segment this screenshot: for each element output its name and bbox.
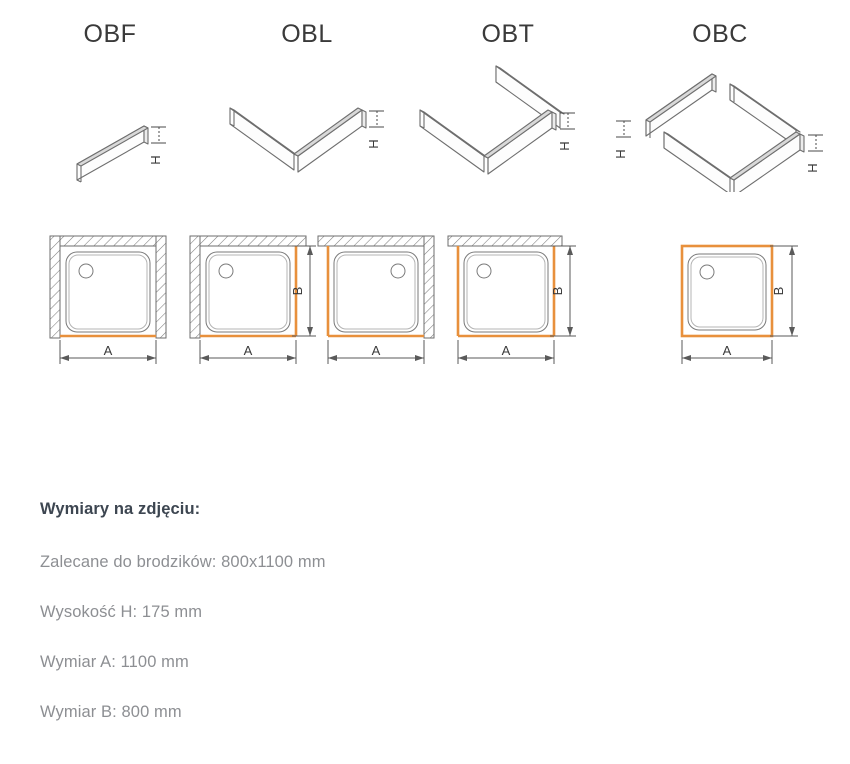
plan-views-row: A	[0, 228, 850, 388]
obf-h-dimension	[151, 126, 166, 144]
drain-icon	[390, 263, 406, 279]
plan-obc-dim-a-label: A	[723, 343, 732, 358]
plan-obl-right-drawing: A	[317, 235, 435, 364]
variant-obl-drawing: H	[229, 107, 384, 173]
plan-obf-dim-a-label: A	[104, 343, 113, 358]
obc-h-label-right: H	[805, 163, 820, 172]
plan-obt-dim-a	[457, 340, 555, 364]
plan-view-obl-left: A	[186, 228, 316, 378]
plan-obt-dim-b-label: B	[550, 287, 565, 296]
plan-obl-left-dim-b: B	[288, 228, 324, 378]
drain-icon	[78, 263, 94, 279]
plan-obc-dim-b: B	[768, 228, 812, 378]
obt-h-label: H	[557, 141, 572, 150]
variant-obt-title: OBT	[481, 20, 535, 48]
isometric-variants-row: OBF H	[0, 0, 850, 200]
plan-obf-walls	[49, 235, 167, 339]
plan-obl-left-dim-a	[199, 340, 297, 364]
plan-obc-drawing: A	[680, 244, 774, 364]
obl-h-dimension	[369, 110, 384, 128]
drain-icon	[218, 263, 234, 279]
variant-obf-title: OBF	[83, 20, 137, 48]
spec-line-height-h: Wysokość H: 175 mm	[40, 603, 203, 621]
plan-obc-dim-a	[681, 340, 773, 364]
plan-view-obl-right: A	[312, 228, 442, 378]
plan-obc-panel-edges	[680, 244, 774, 338]
variant-obf: OBF H	[20, 0, 200, 200]
drain-icon	[699, 264, 715, 280]
obt-h-dimension	[560, 112, 575, 130]
drain-icon	[476, 263, 492, 279]
plan-obc-tray	[687, 253, 767, 331]
plan-obc-dim-b-label: B	[771, 287, 786, 296]
plan-view-obc: A	[660, 228, 790, 378]
plan-obt-tray	[463, 251, 549, 333]
plan-obl-right-walls	[317, 235, 435, 339]
plan-obc-dim-b-drawing: B	[770, 245, 798, 337]
plan-obl-left-dim-a-label: A	[244, 343, 253, 358]
variant-obf-drawing: H	[76, 125, 166, 183]
plan-obt-dim-b-drawing: B	[550, 245, 576, 337]
plan-obl-left-dim-b-label: B	[290, 287, 305, 296]
plan-obt-panel-edges	[456, 246, 556, 338]
variant-obt: OBT	[408, 0, 608, 200]
variant-obl: OBL	[212, 0, 402, 200]
variant-obl-title: OBL	[281, 20, 333, 48]
plan-obl-left-drawing: A	[189, 235, 307, 364]
variant-obt-drawing: H	[419, 65, 575, 175]
obc-h-label-left: H	[613, 149, 628, 158]
plan-obl-right-dim-a	[327, 340, 425, 364]
plan-obl-right-dim-a-label: A	[372, 343, 381, 358]
plan-obt-drawing: A	[447, 235, 563, 364]
obc-h-dimension-left	[616, 120, 631, 138]
dimensions-spec-block: Wymiary na zdjęciu: Zalecane do brodzikó…	[40, 500, 640, 722]
plan-obl-right-panel-edges	[326, 246, 424, 338]
spec-line-recommended-trays: Zalecane do brodzików: 800x1100 mm	[40, 553, 326, 571]
plan-obt-dim-a-label: A	[502, 343, 511, 358]
variant-obc-drawing: H H	[613, 73, 823, 192]
obl-h-label: H	[366, 139, 381, 148]
specs-heading: Wymiary na zdjęciu:	[40, 500, 201, 518]
plan-obf-tray	[65, 251, 151, 333]
plan-obl-left-dim-b-drawing: B	[290, 245, 316, 337]
spec-line-dimension-a: Wymiar A: 1100 mm	[40, 653, 189, 671]
variant-obc: OBC	[608, 0, 843, 200]
plan-view-obf: A	[42, 228, 184, 378]
plan-obl-left-panel-edges	[200, 246, 298, 338]
plan-obt-walls	[447, 235, 563, 247]
plan-obt-dim-b: B	[548, 228, 588, 378]
plan-obf-dim-a	[59, 340, 157, 364]
variant-obc-title: OBC	[692, 20, 748, 48]
plan-obl-right-tray	[333, 251, 419, 333]
plan-view-obt: A	[440, 228, 570, 378]
plan-obf-drawing: A	[49, 235, 167, 364]
obf-h-label: H	[148, 155, 163, 164]
plan-obl-left-walls	[189, 235, 307, 339]
obc-h-dimension-right	[808, 134, 823, 152]
plan-obl-left-tray	[205, 251, 291, 333]
spec-line-dimension-b: Wymiar B: 800 mm	[40, 703, 182, 721]
